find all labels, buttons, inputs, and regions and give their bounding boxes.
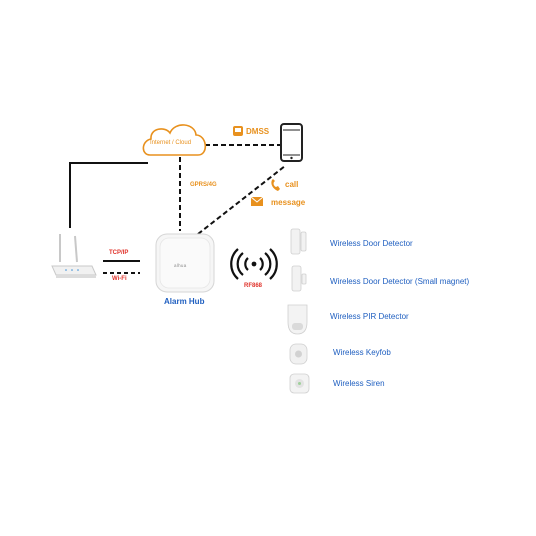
keyfob-icon	[289, 343, 308, 365]
call-label: call	[285, 180, 299, 189]
door-detector-small-magnet-icon	[291, 265, 307, 292]
router-icon	[51, 234, 97, 278]
message-icon	[250, 196, 264, 206]
wireless-signal-icon	[230, 248, 278, 280]
pir-detector-icon	[287, 304, 308, 335]
connection-lines	[69, 144, 286, 274]
device-label-siren: Wireless Siren	[333, 379, 385, 388]
gprs-label: GPRS/4G	[190, 182, 217, 188]
door-detector-icon	[290, 228, 307, 255]
device-label-keyfob: Wireless Keyfob	[333, 348, 391, 357]
wifi-label: Wi-Fi	[112, 276, 127, 282]
message-label: message	[271, 198, 306, 207]
alarm-hub-icon	[155, 233, 215, 293]
siren-icon	[289, 373, 310, 394]
smartphone-icon	[280, 123, 303, 162]
device-label-door-detector: Wireless Door Detector	[330, 239, 413, 248]
device-label-pir-detector: Wireless PIR Detector	[330, 312, 409, 321]
rf868-label: RF868	[244, 283, 263, 289]
hub-brand-logo: alhua	[174, 263, 187, 268]
cloud-icon	[142, 124, 207, 156]
dmss-app-icon	[233, 126, 243, 136]
hub-to-phone-line	[197, 165, 286, 235]
device-label-door-detector-small-magnet: Wireless Door Detector (Small magnet)	[330, 277, 470, 286]
tcp-ip-label: TCP/IP	[109, 250, 129, 256]
router-to-cloud-line	[69, 162, 148, 228]
call-icon	[271, 179, 280, 191]
cloud-label: Internet / Cloud	[150, 140, 192, 146]
alarm-hub-label: Alarm Hub	[164, 297, 205, 306]
dmss-label: DMSS	[246, 127, 270, 136]
